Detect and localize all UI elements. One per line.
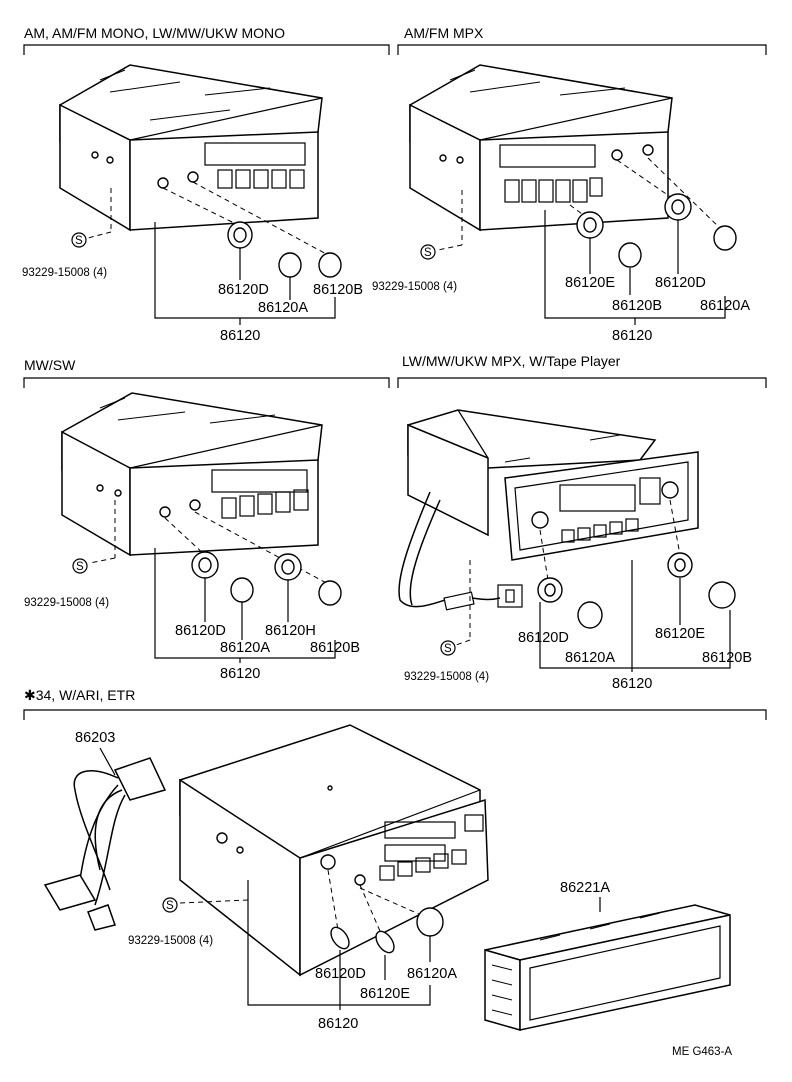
- section-lw-mw-ukw-tape: LW/MW/UKW MPX, W/Tape Player: [397, 353, 767, 692]
- section-am-mono: AM, AM/FM MONO, LW/MW/UKW MONO S: [22, 25, 390, 344]
- screw-symbol: [72, 558, 88, 574]
- radio-unit-illustration: [409, 64, 673, 232]
- section-mw-sw: MW/SW S 93229-15008 (4): [23, 357, 390, 682]
- screw-code: S: [444, 643, 452, 655]
- assembly-label: 86120: [612, 328, 652, 344]
- frame-label: 86221A: [560, 880, 610, 896]
- section-bracket: [23, 377, 390, 388]
- knob-86120d: [227, 221, 253, 249]
- screw-symbol: [162, 897, 178, 913]
- screw-code: S: [424, 247, 432, 259]
- screw-code: S: [75, 235, 83, 247]
- knob-86120d: [191, 551, 219, 579]
- knob-86120e: [576, 211, 604, 239]
- section-am-fm-mpx: AM/FM MPX S 93229-15008 (4): [372, 25, 767, 344]
- knob-86120b: [618, 242, 642, 268]
- part-label: 86120H: [265, 623, 316, 639]
- knob-86120a: [713, 225, 737, 251]
- assembly-label: 86120: [612, 676, 652, 692]
- screw-part-number: 93229-15008 (4): [24, 597, 109, 609]
- knob-86120d: [664, 193, 692, 221]
- part-label: 86120A: [407, 966, 457, 982]
- assembly-label: 86120: [220, 666, 260, 682]
- section-bracket: [23, 709, 767, 720]
- part-label: 86120A: [565, 650, 615, 666]
- knob-86120b: [708, 581, 736, 609]
- trim-frame-illustration: [484, 904, 731, 1031]
- screw-symbol: [440, 640, 456, 656]
- section-bracket: [397, 44, 767, 55]
- assembly-label: 86120: [220, 328, 260, 344]
- section-title: AM, AM/FM MONO, LW/MW/UKW MONO: [24, 25, 285, 41]
- radio-unit-illustration: [179, 724, 489, 977]
- screw-code: S: [166, 900, 174, 912]
- section-title: AM/FM MPX: [404, 25, 484, 41]
- screw-part-number: 93229-15008 (4): [404, 671, 489, 683]
- part-label: 86120A: [220, 640, 270, 656]
- section-title: LW/MW/UKW MPX, W/Tape Player: [402, 353, 621, 369]
- radio-unit-illustration: [398, 409, 699, 611]
- section-bracket: [397, 377, 767, 388]
- section-title: ✱34, W/ARI, ETR: [24, 687, 135, 703]
- part-label: 86120A: [258, 300, 308, 316]
- harness-label: 86203: [75, 730, 115, 746]
- part-label: 86120D: [175, 623, 226, 639]
- screw-part-number: 93229-15008 (4): [22, 267, 107, 279]
- screw-part-number: 93229-15008 (4): [372, 281, 457, 293]
- section-bracket: [23, 44, 390, 55]
- knob-86120a: [278, 252, 302, 278]
- screw-part-number: 93229-15008 (4): [128, 935, 213, 947]
- knob-86120d: [330, 926, 350, 950]
- footer-code: ME G463-A: [672, 1046, 732, 1058]
- wire-harness-illustration: [43, 757, 167, 931]
- radio-unit-illustration: [59, 64, 323, 232]
- knob-86120b: [318, 580, 342, 606]
- assembly-label: 86120: [318, 1016, 358, 1032]
- screw-symbol: [71, 232, 87, 248]
- knob-86120a: [230, 577, 254, 603]
- part-label: 86120D: [655, 275, 706, 291]
- part-label: 86120D: [518, 630, 569, 646]
- part-label: 86120E: [565, 275, 615, 291]
- knob-86120e: [375, 930, 395, 954]
- radio-unit-illustration: [61, 392, 323, 557]
- part-label: 86120B: [313, 282, 363, 298]
- knob-86120a: [577, 601, 603, 629]
- part-label: 86120D: [218, 282, 269, 298]
- knob-86120b: [318, 252, 342, 278]
- section-title: MW/SW: [24, 357, 76, 373]
- part-label: 86120E: [360, 986, 410, 1002]
- knob-86120e: [667, 552, 693, 578]
- screw-code: S: [76, 561, 84, 573]
- knob-86120d: [537, 577, 563, 603]
- part-label: 86120E: [655, 626, 705, 642]
- part-label: 86120B: [612, 298, 662, 314]
- section-ari-etr: ✱34, W/ARI, ETR 86203: [23, 687, 767, 1032]
- part-label: 86120B: [702, 650, 752, 666]
- knob-86120a: [416, 907, 444, 937]
- screw-symbol: [420, 244, 436, 260]
- knob-86120h: [274, 553, 302, 581]
